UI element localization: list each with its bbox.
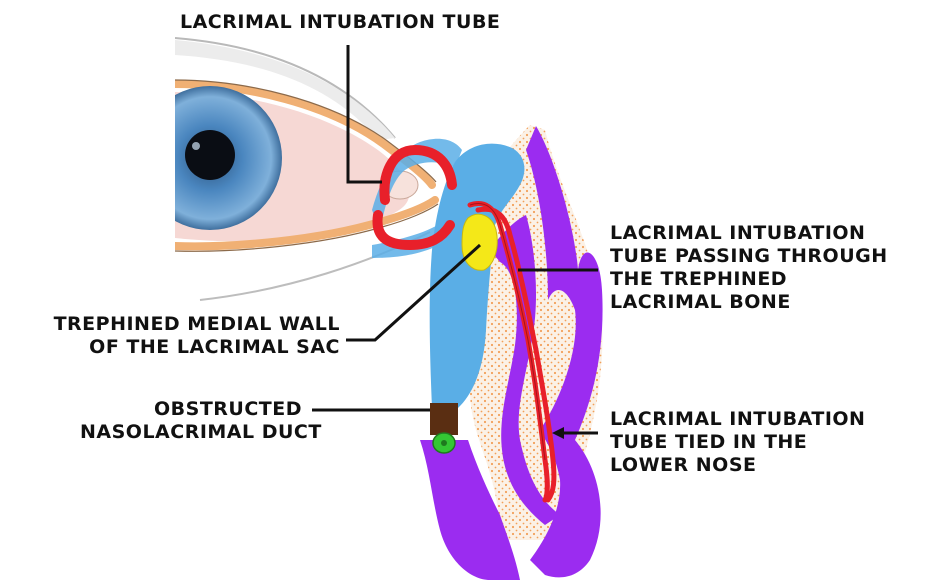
eye [0,0,438,581]
label-line: LACRIMAL BONE [610,291,888,314]
label-trephined-medial-wall: TREPHINED MEDIAL WALL OF THE LACRIMAL SA… [8,313,340,359]
label-tube-passing-through-bone: LACRIMAL INTUBATION TUBE PASSING THROUGH… [610,222,888,314]
label-line: TUBE PASSING THROUGH [610,245,888,268]
label-tube-tied-lower-nose: LACRIMAL INTUBATION TUBE TIED IN THE LOW… [610,408,865,477]
label-line: LACRIMAL INTUBATION [610,408,865,431]
label-line: LACRIMAL INTUBATION TUBE [180,11,500,34]
label-line: THE TREPHINED [610,268,888,291]
label-line: LOWER NOSE [610,454,865,477]
label-lacrimal-intubation-tube: LACRIMAL INTUBATION TUBE [180,11,500,34]
label-line: OBSTRUCTED [80,398,302,421]
label-obstructed-duct: OBSTRUCTED NASOLACRIMAL DUCT [80,398,302,444]
label-line: LACRIMAL INTUBATION [610,222,888,245]
label-line: TUBE TIED IN THE [610,431,865,454]
label-line: NASOLACRIMAL DUCT [80,421,302,444]
obstructed-nasolacrimal-duct [430,403,458,435]
label-line: TREPHINED MEDIAL WALL [8,313,340,336]
label-line: OF THE LACRIMAL SAC [8,336,340,359]
trephination-site [462,214,497,270]
pupil [185,130,235,180]
